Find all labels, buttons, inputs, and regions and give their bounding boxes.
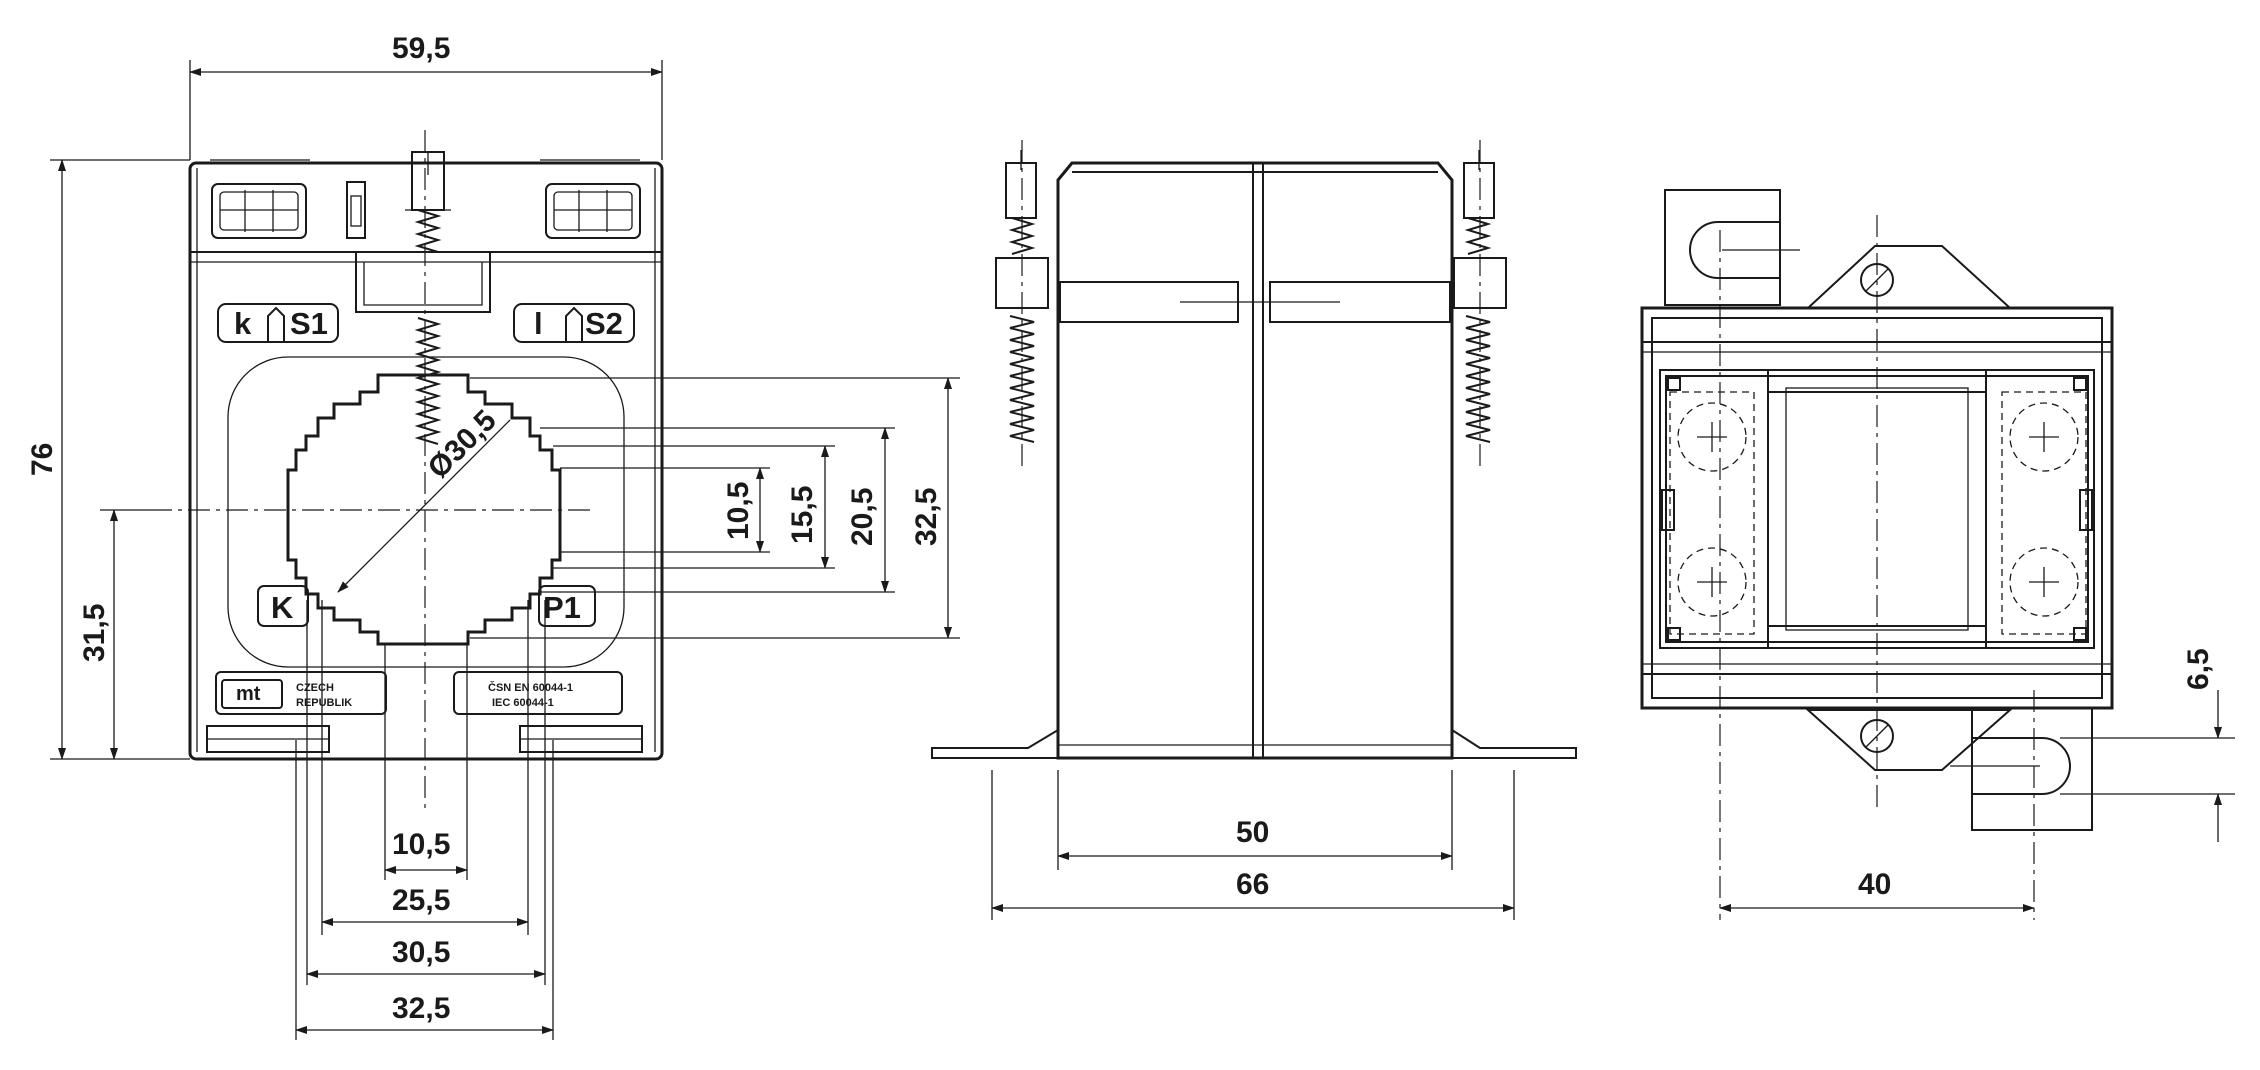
front-screw-thread [414, 209, 442, 445]
marking-l-s2: l S2 [513, 303, 635, 343]
dim-top-6-5: 6,5 [2182, 648, 2215, 690]
dim-h-10-5: 10,5 [392, 828, 450, 861]
clip-bottom [1971, 707, 2093, 831]
plate-right-line1: ČSN EN 60044-1 [488, 681, 573, 694]
primary-window [286, 373, 562, 646]
dim-h-25-5: 25,5 [392, 884, 450, 917]
dim-width-overall: 59,5 [392, 32, 450, 65]
label-s2: S2 [585, 306, 623, 341]
side-body-outline [1056, 161, 1454, 760]
maker-logo: mt [236, 683, 261, 705]
dim-height-overall: 76 [26, 443, 59, 476]
dim-top-40: 40 [1858, 868, 1891, 901]
top-view: 40 6,5 [1640, 189, 2235, 920]
dim-height-center: 31,5 [78, 604, 111, 662]
label-s1: S1 [290, 306, 328, 341]
plate-left-line2: REPUBLIK [296, 697, 352, 709]
marking-p1: P1 [538, 585, 596, 627]
side-view: 50 66 [931, 140, 1577, 920]
marking-k-s1: k S1 [217, 303, 339, 343]
side-screw-right [1453, 140, 1507, 470]
label-k: k [234, 306, 252, 341]
side-screw-left [995, 140, 1049, 470]
front-view: k S1 l S2 K P1 mt CZECH [26, 32, 960, 1040]
window-recess [227, 356, 625, 668]
label-P1: P1 [543, 590, 581, 625]
clip-top [1664, 189, 1781, 306]
dim-v-15-5: 15,5 [786, 486, 819, 544]
dim-h-30-5: 30,5 [392, 936, 450, 969]
plate-right-line2: IEC 60044-1 [492, 697, 554, 709]
label-l: l [534, 306, 543, 341]
dim-window-diameter: Ø30,5 [422, 404, 503, 485]
marking-k-primary: K [257, 585, 309, 627]
dim-v-10-5: 10,5 [722, 482, 755, 540]
terminal-block-right [545, 183, 641, 239]
dim-side-66: 66 [1236, 868, 1269, 901]
terminal-block-left [211, 183, 307, 239]
dim-v-20-5: 20,5 [846, 488, 879, 546]
dim-side-50: 50 [1236, 816, 1269, 849]
front-body-outline [188, 161, 664, 761]
label-K: K [271, 590, 294, 625]
dim-h-32-5: 32,5 [392, 992, 450, 1025]
plate-left-line1: CZECH [296, 682, 334, 694]
dim-v-32-5: 32,5 [910, 488, 943, 546]
maker-plate: mt CZECH REPUBLIK [215, 671, 387, 715]
standard-plate: ČSN EN 60044-1 IEC 60044-1 [453, 671, 623, 715]
